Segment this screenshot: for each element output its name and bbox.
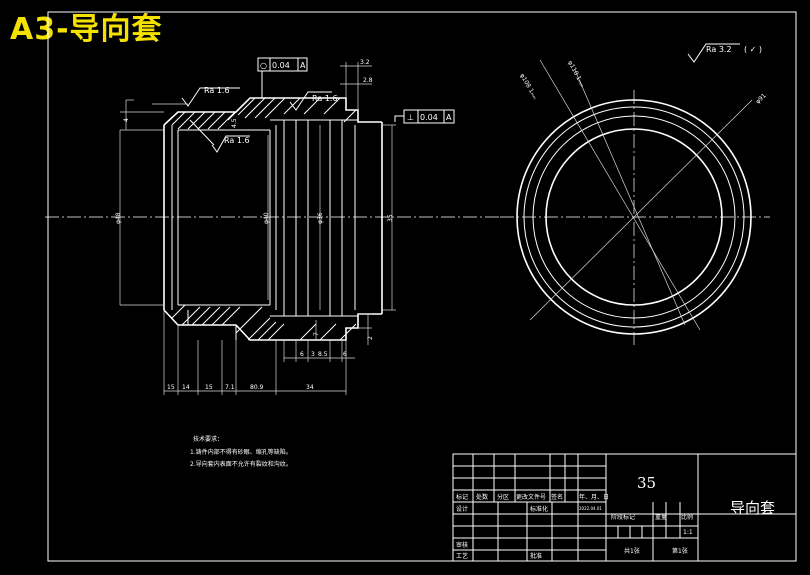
svg-text:处数: 处数: [476, 493, 488, 501]
svg-text:分区: 分区: [497, 493, 509, 501]
title-block: [452, 453, 797, 562]
notes-heading: 技术要求：: [193, 435, 223, 443]
dim-bottom-5: 34: [306, 384, 314, 391]
drawing-border: [47, 11, 797, 562]
tol-perp-value: 0.04: [420, 113, 438, 122]
dim-bottom-4: 80.9: [250, 384, 264, 391]
dim-top-a: 3.2: [360, 59, 370, 66]
dim-lower-3: 6: [343, 351, 347, 358]
roughness-symbol-top-right: [687, 43, 740, 63]
svg-text:更改文件号: 更改文件号: [516, 493, 546, 501]
dim-lower-2: 8.5: [318, 351, 328, 358]
dim-side-small: 7: [313, 332, 320, 336]
scale-value: 1:1: [683, 529, 693, 536]
dim-bore-a: φ48: [115, 212, 122, 224]
dim-bore-b: φ40: [263, 212, 270, 224]
dim-lower-1: 3: [311, 351, 315, 358]
part-name: 导向套: [730, 499, 775, 517]
svg-text:标记: 标记: [456, 493, 468, 501]
sheet-label: 共1张: [624, 547, 640, 555]
end-view: [500, 59, 770, 345]
tol-perp-datum: A: [446, 113, 452, 122]
dim-bottom-2: 15: [205, 384, 213, 391]
notes-item-2: 2.导向套内表面不允许有裂纹和沟纹。: [190, 460, 292, 468]
title-row-labels: 标记 处数 分区 更改文件号 签名 年、月、日: [456, 493, 609, 501]
review-label: 审核: [456, 541, 468, 549]
dim-top-b: 2.8: [363, 77, 373, 84]
dim-side-right: 2: [367, 336, 374, 340]
tol-round-symbol: ○: [260, 61, 267, 70]
stage-label: 阶段标记: [611, 513, 635, 521]
design-label: 设计: [456, 505, 468, 513]
dim-bottom-3: 7.1: [225, 384, 235, 391]
tol-round-datum: A: [300, 61, 306, 70]
weight-label: 重量: [655, 513, 667, 521]
circle-label-2: φ110 1ₘₘ: [566, 60, 586, 89]
tol-perp-symbol: ⊥: [407, 113, 414, 122]
drawing-title: A3-导向套: [10, 12, 163, 47]
roughness-symbol-mid: [289, 91, 332, 111]
roughness-mid: Ra 1.6: [312, 94, 338, 103]
dim-left-top: 4.5: [231, 118, 238, 128]
date-label: 2022.04.01: [579, 506, 602, 511]
circle-label-1: φ108 1ₘₘ: [518, 73, 538, 102]
roughness-symbol-left-a: [181, 87, 240, 107]
hatch-bottom: [171, 304, 357, 341]
hatch-top: [171, 97, 357, 130]
approve-label: 批准: [530, 552, 542, 560]
circle-label-3: φ91: [754, 92, 767, 105]
dim-bottom-0: 15: [167, 384, 175, 391]
dim-bore-d: 35: [387, 214, 394, 222]
scale-label: 比例: [681, 513, 693, 521]
section-dim-lines: [119, 62, 396, 395]
roughness-left-a: Ra 1.6: [204, 86, 230, 95]
dim-bottom-1: 14: [182, 384, 190, 391]
std-label: 标准化: [530, 505, 548, 513]
dim-left-mid: 4: [123, 118, 130, 122]
process-label: 工艺: [456, 552, 468, 560]
svg-text:签名: 签名: [551, 493, 563, 501]
svg-text:年、月、日: 年、月、日: [579, 493, 609, 501]
roughness-top-right-paren: ( ✓ ): [744, 45, 762, 54]
dim-lower-0: 6: [300, 351, 304, 358]
tolerance-frame-round: [257, 57, 308, 98]
roughness-left-b: Ra 1.6: [224, 136, 250, 145]
roughness-symbol-left-b: [189, 119, 250, 153]
section-outline: [163, 97, 383, 341]
tol-round-value: 0.04: [272, 61, 290, 70]
notes-item-1: 1.铸件内部不得有砂眼、缩孔等缺陷。: [190, 448, 292, 456]
dim-bore-c: φ36: [317, 212, 324, 224]
tolerance-frame-perp: [394, 109, 455, 124]
material-label: 35: [637, 474, 656, 492]
sheet-no-label: 第1张: [672, 547, 688, 555]
roughness-top-right: Ra 3.2: [706, 45, 732, 54]
